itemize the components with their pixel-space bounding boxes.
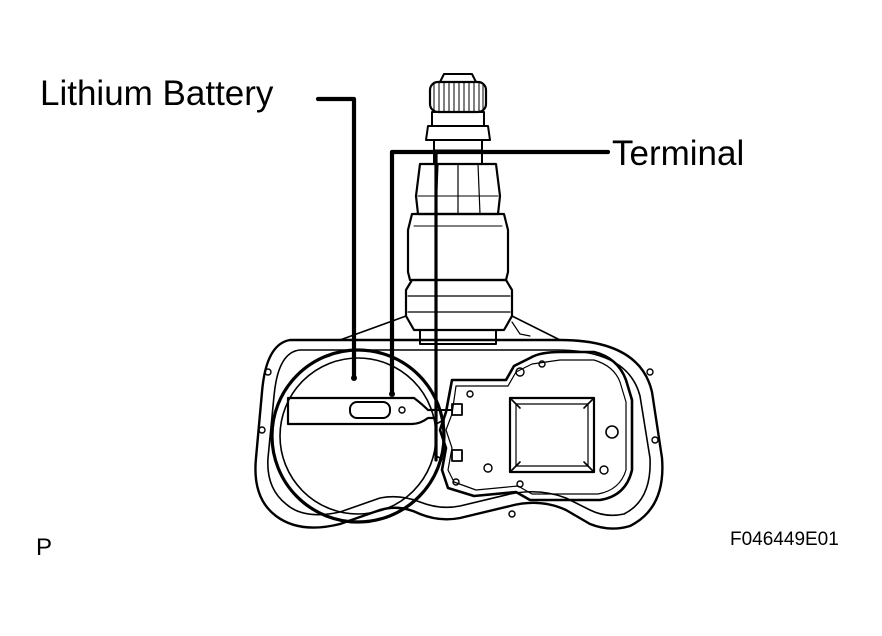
leader-lines <box>315 96 611 462</box>
sensor-housing <box>254 315 664 530</box>
battery-leader-line <box>315 96 357 379</box>
battery-terminal-strip <box>286 396 438 426</box>
valve-stem <box>404 73 514 345</box>
terminal-leader-line <box>389 149 611 395</box>
lithium-battery <box>270 348 446 524</box>
terminal-label: Terminal <box>612 134 745 173</box>
lithium-battery-label: Lithium Battery <box>40 74 274 113</box>
figure-code-label: F046449E01 <box>730 529 839 550</box>
circuit-board <box>435 350 634 502</box>
corner-mark-label: P <box>36 534 53 561</box>
